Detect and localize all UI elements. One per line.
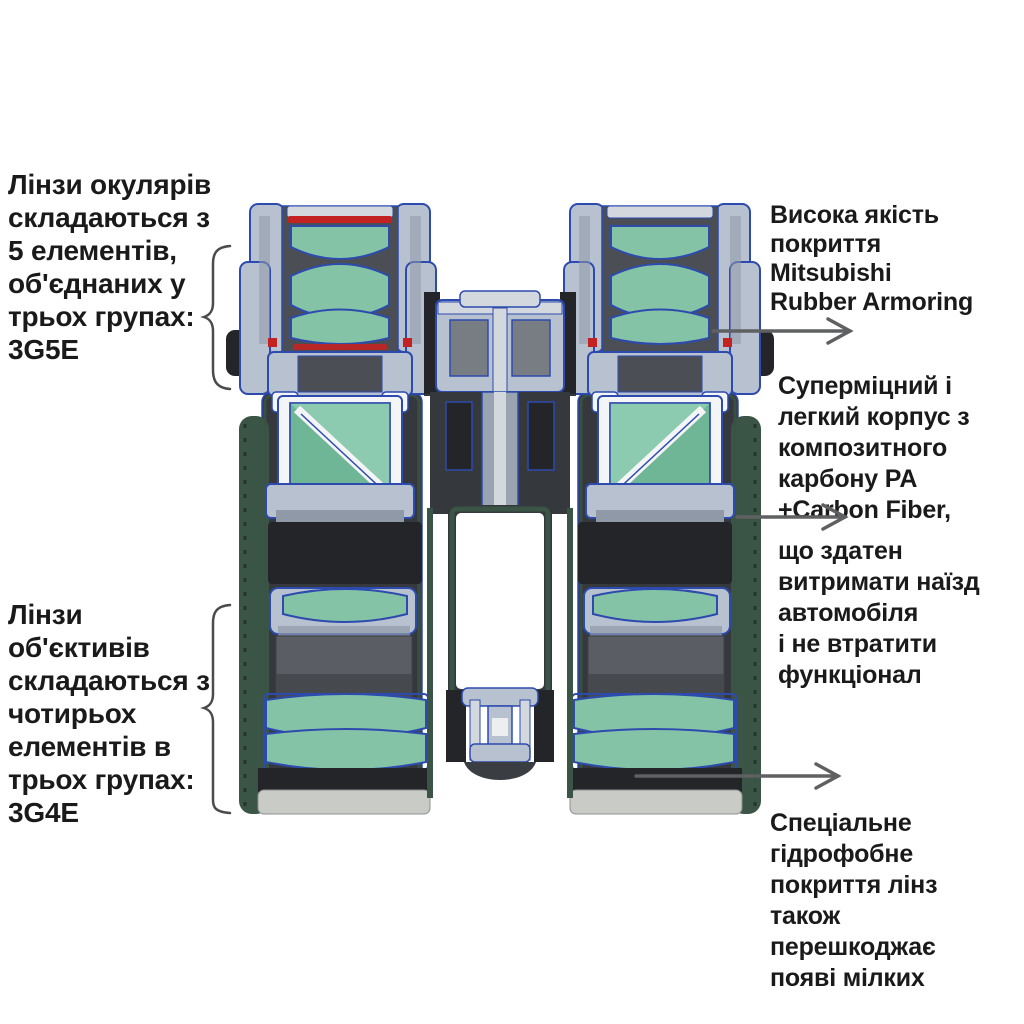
hydrophobic-coating-label: Спеціальне гідрофобне покриття лінз тако… [770,809,938,992]
arrow-to-hydrophobic-label [634,762,842,790]
objective-brace [200,603,232,815]
objective-lenses-label: Лінзи об'єктивів складаються з чотирьох … [8,599,210,828]
eyepiece-brace [200,244,232,391]
right-barrel [564,204,774,814]
arrow-to-coating-label [711,317,854,345]
red-accent-rings [288,216,392,350]
carbon-body-label-lower: що здатен витримати наїзд автомобіля і н… [778,537,980,689]
arrow-to-body-label [735,503,849,531]
carbon-body-label-upper: Суперміцний і легкий корпус з композитно… [778,372,970,524]
rubber-armoring-label: Висока якість покриття Mitsubishi Rubber… [770,201,974,316]
left-barrel [226,204,436,814]
center-bridge-focus-mechanism [424,290,576,798]
eyepiece-lenses-label: Лінзи окулярів складаються з 5 елементів… [8,169,211,365]
